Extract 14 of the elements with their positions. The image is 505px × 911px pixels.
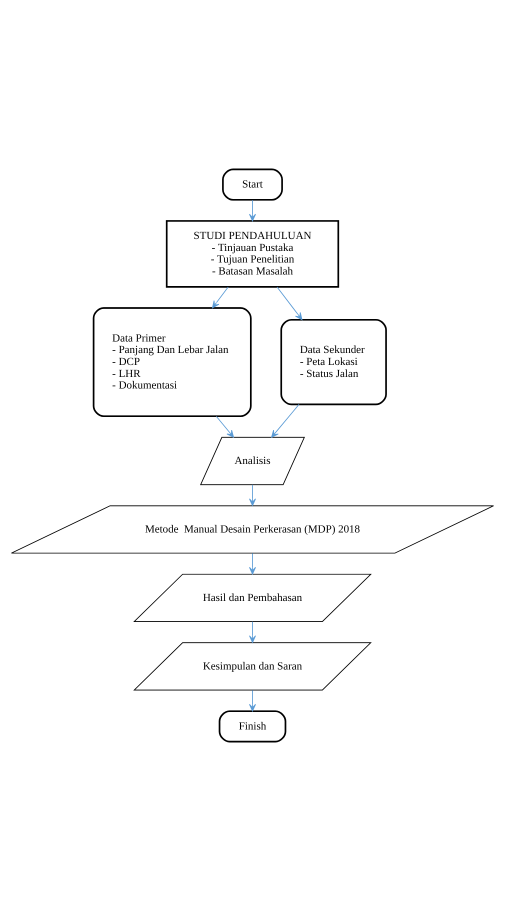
arrow [249,690,256,712]
arrow [212,286,229,308]
node-box: Data Primer - Panjang Dan Lebar Jalan - DCP - LHR - Dokumentasi [92,307,252,418]
arrow [216,416,234,438]
arrow [249,200,256,222]
arrow [271,404,300,438]
arrow [249,484,256,506]
arrow [276,286,302,320]
node-box: Data Sekunder - Peta Lokasi - Status Jalan [280,318,387,406]
arrow [249,552,256,574]
node-box: Start [222,168,283,201]
node-box: Finish [218,710,286,742]
arrow [249,621,256,643]
node-box: STUDI PENDAHULUAN - Tinjauan Pustaka - Tujuan Penelitian - Batasan Masalah [166,220,340,288]
